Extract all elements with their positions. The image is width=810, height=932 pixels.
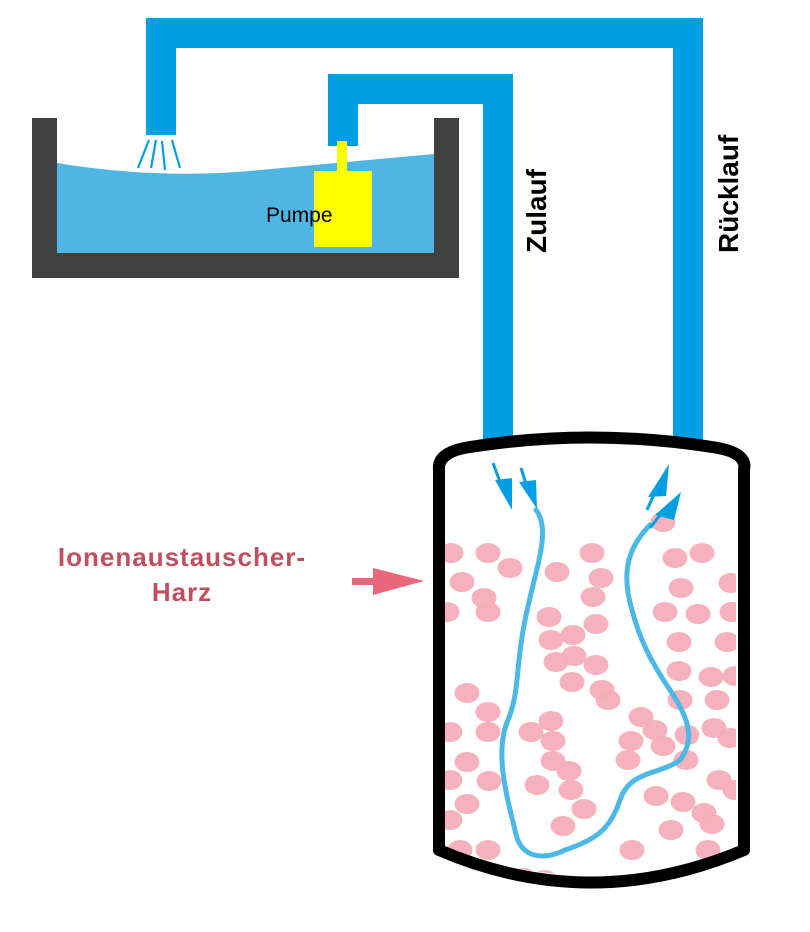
resin-bead bbox=[536, 607, 562, 627]
resin-bead bbox=[444, 810, 463, 830]
down-arrow-icon bbox=[519, 467, 537, 509]
flow-arrows bbox=[491, 462, 681, 529]
resin-bead bbox=[580, 587, 606, 607]
resin-bead bbox=[475, 702, 501, 722]
resin-bead bbox=[518, 722, 544, 742]
up-arrow-icon bbox=[648, 492, 681, 529]
resin-vessel bbox=[432, 431, 751, 889]
resin-bead bbox=[714, 632, 736, 652]
resin-bead bbox=[652, 602, 678, 622]
return-label: Rücklauf bbox=[713, 134, 744, 253]
resin-bead bbox=[719, 602, 736, 622]
resin-bead bbox=[556, 761, 582, 781]
inflow-label: Zulauf bbox=[521, 168, 552, 253]
resin-bead bbox=[475, 543, 501, 563]
resin-bead bbox=[643, 786, 669, 806]
resin-bead bbox=[689, 543, 715, 563]
resin-bead bbox=[618, 731, 644, 751]
resin-bead bbox=[666, 661, 692, 681]
resin-bead bbox=[588, 568, 614, 588]
inflow-pipe bbox=[328, 74, 513, 440]
resin-bead bbox=[475, 602, 501, 622]
resin-bead bbox=[583, 614, 609, 634]
resin-bead bbox=[475, 840, 501, 860]
resin-bead bbox=[454, 752, 480, 772]
resin-bead bbox=[595, 690, 621, 710]
resin-bead bbox=[550, 816, 576, 836]
resin-bead bbox=[628, 707, 654, 727]
resin-bead bbox=[695, 840, 721, 860]
spray-icon bbox=[136, 139, 182, 171]
resin-bead bbox=[538, 711, 564, 731]
resin-bead bbox=[444, 722, 463, 742]
down-arrow-icon bbox=[491, 462, 512, 510]
resin-bead bbox=[722, 666, 736, 686]
resin-bead bbox=[673, 750, 699, 770]
resin-bead bbox=[699, 814, 725, 834]
resin-bead bbox=[449, 572, 475, 592]
pump-stem bbox=[337, 141, 347, 171]
pointer-arrow-icon bbox=[352, 568, 424, 595]
resin-bead bbox=[579, 543, 605, 563]
up-arrow-icon bbox=[645, 464, 669, 511]
resin-bead bbox=[619, 840, 645, 860]
resin-bead bbox=[642, 720, 668, 740]
resin-bead bbox=[558, 780, 584, 800]
resin-label-line1: Ionenaustauscher- bbox=[58, 542, 306, 572]
resin-bead bbox=[670, 792, 696, 812]
resin-bead bbox=[454, 683, 480, 703]
resin-bead bbox=[685, 604, 711, 624]
resin-bead bbox=[560, 625, 586, 645]
resin-bead bbox=[718, 573, 736, 593]
resin-label-line2: Harz bbox=[152, 577, 212, 607]
resin-bead bbox=[540, 731, 566, 751]
resin-bead bbox=[615, 750, 641, 770]
resin-bead bbox=[444, 770, 463, 790]
resin-bead bbox=[717, 728, 736, 748]
basin-water bbox=[57, 154, 434, 253]
resin-bead bbox=[571, 799, 597, 819]
resin-bead bbox=[475, 722, 501, 742]
resin-bead bbox=[583, 655, 609, 675]
resin-bead bbox=[524, 775, 550, 795]
resin-bead bbox=[476, 771, 502, 791]
resin-bead bbox=[704, 690, 730, 710]
basin bbox=[32, 118, 459, 278]
resin-bead bbox=[666, 632, 692, 652]
resin-bead bbox=[722, 780, 736, 800]
resin-bead bbox=[538, 630, 564, 650]
resin-bead bbox=[650, 736, 676, 756]
resin-beads bbox=[444, 512, 736, 875]
resin-bead bbox=[497, 558, 523, 578]
resin-bead bbox=[444, 602, 460, 622]
return-pipe bbox=[146, 18, 703, 440]
pump-label: Pumpe bbox=[266, 204, 333, 227]
pump-body bbox=[314, 171, 372, 247]
resin-bead bbox=[658, 820, 684, 840]
resin-bead bbox=[668, 578, 694, 598]
resin-bead bbox=[454, 794, 480, 814]
resin-bead bbox=[698, 667, 724, 687]
inflow-path bbox=[499, 507, 692, 859]
resin-bead bbox=[559, 672, 585, 692]
resin-bead bbox=[543, 652, 569, 672]
resin-bead bbox=[662, 548, 688, 568]
resin-bead bbox=[544, 562, 570, 582]
